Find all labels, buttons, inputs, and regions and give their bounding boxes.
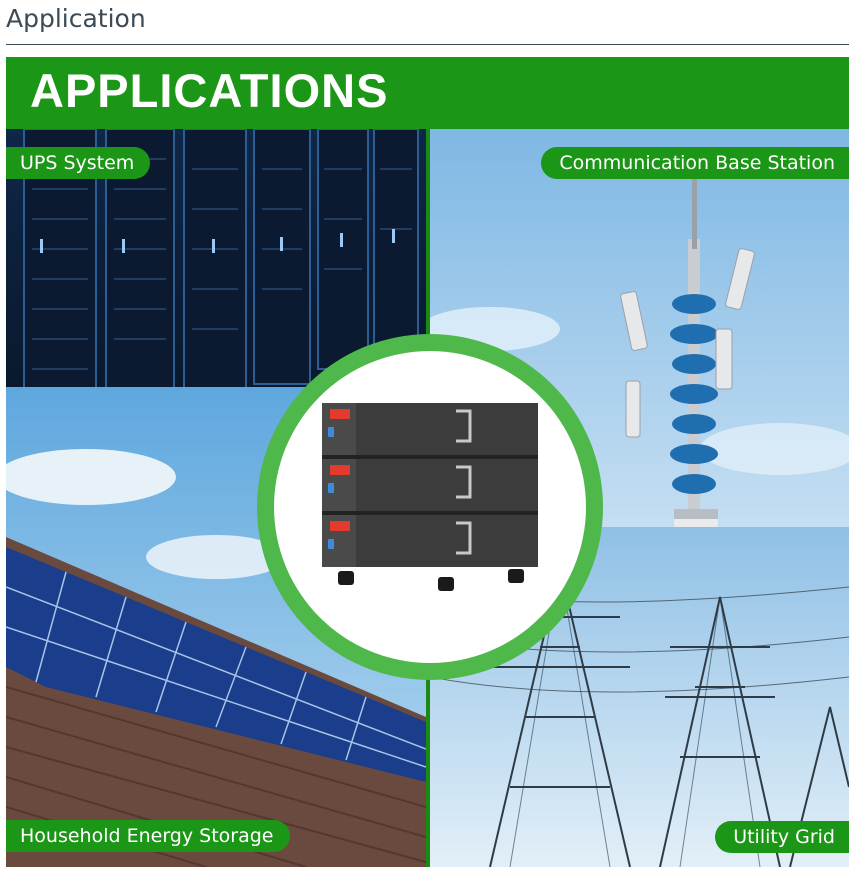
label-communication-base-station: Communication Base Station [541, 147, 849, 179]
label-household-energy-storage: Household Energy Storage [6, 820, 290, 852]
label-utility-grid: Utility Grid [715, 821, 849, 853]
section-title: Application [6, 4, 146, 33]
label-ups-system: UPS System [6, 147, 151, 179]
title-divider [6, 44, 849, 45]
battery-stack-icon [322, 403, 538, 591]
banner-heading: APPLICATIONS [30, 64, 389, 117]
banner-header: APPLICATIONS [6, 57, 849, 129]
applications-banner-image: APPLICATIONS [6, 57, 849, 867]
